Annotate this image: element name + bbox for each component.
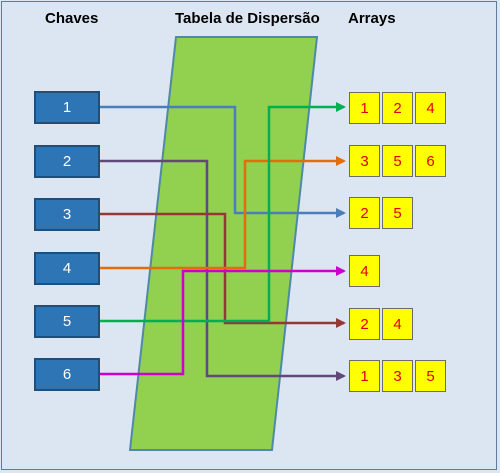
array-cell: 4 [349,255,380,287]
array-cell: 2 [349,197,380,229]
key-box-1: 1 [34,91,100,124]
array-4: 4 [349,255,382,287]
array-cell: 5 [382,197,413,229]
array-cell: 1 [349,92,380,124]
array-cell: 4 [415,92,446,124]
array-cell: 4 [382,308,413,340]
key-box-4: 4 [34,252,100,285]
array-cell: 2 [349,308,380,340]
array-cell: 3 [349,145,380,177]
array-5: 2 4 [349,308,415,340]
array-cell: 6 [415,145,446,177]
array-cell: 3 [382,360,413,392]
key-box-6: 6 [34,358,100,391]
hash-table-shape [128,36,319,451]
array-3: 2 5 [349,197,415,229]
array-6: 1 3 5 [349,360,448,392]
link-key-1 [100,105,346,218]
array-2: 3 5 6 [349,145,448,177]
key-box-5: 5 [34,305,100,338]
array-cell: 1 [349,360,380,392]
link-key-5 [100,102,346,323]
key-box-2: 2 [34,145,100,178]
arrays-heading: Arrays [348,10,396,27]
link-key-6 [100,266,346,376]
array-cell: 5 [415,360,446,392]
array-cell: 5 [382,145,413,177]
key-box-3: 3 [34,198,100,231]
link-key-4 [100,156,346,270]
array-cell: 2 [382,92,413,124]
hash-table-heading: Tabela de Dispersão [175,10,320,27]
array-1: 1 2 4 [349,92,448,124]
keys-heading: Chaves [45,10,99,27]
